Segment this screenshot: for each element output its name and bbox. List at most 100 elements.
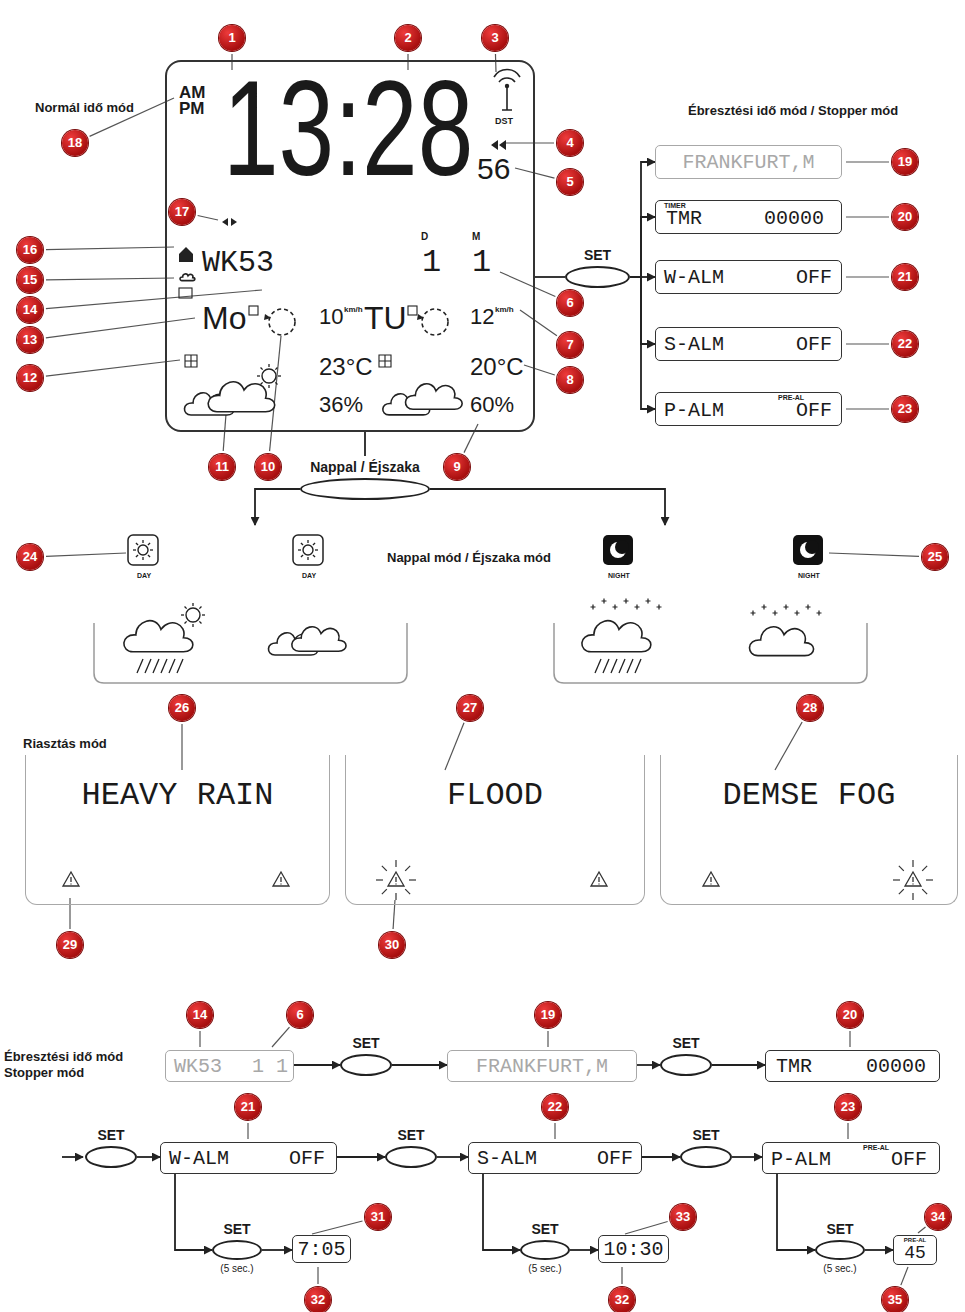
connector <box>732 1156 762 1158</box>
connector <box>642 1156 680 1158</box>
star-icon <box>784 605 789 610</box>
connector <box>137 1156 160 1158</box>
display-text: 1 1 <box>252 1057 288 1077</box>
cloud-icon <box>750 627 814 656</box>
display-text: Mo <box>202 302 246 334</box>
set-button: SET(5 sec.) <box>815 1222 865 1276</box>
flash-ray <box>912 860 913 867</box>
display-graphics <box>346 755 646 905</box>
warning-triangle <box>63 872 79 886</box>
small-icon <box>185 355 197 367</box>
cloud-icon <box>582 621 651 652</box>
display-text: P-ALM <box>771 1150 831 1170</box>
display-text: 12 <box>470 306 494 328</box>
callout-number: 21 <box>235 1094 261 1120</box>
flash-ray <box>899 889 904 894</box>
display-text: WK53 <box>174 1057 222 1077</box>
connector <box>712 1064 765 1066</box>
leader-line <box>846 408 889 409</box>
flash-ray <box>395 860 396 867</box>
set-button: SET <box>85 1128 137 1168</box>
rain-stroke <box>627 659 633 673</box>
callout-number: 12 <box>17 365 43 391</box>
leader-line <box>199 1031 200 1047</box>
button-oval <box>340 1054 392 1076</box>
display-text: FLOOD <box>447 780 543 812</box>
leader-line <box>46 247 174 250</box>
callout-number: 17 <box>169 199 195 225</box>
button-oval <box>385 1146 437 1168</box>
display-text: OFF <box>289 1149 325 1169</box>
cloud-icon <box>292 627 346 651</box>
display-text: PRE-AL <box>904 1237 926 1243</box>
set-button: SET <box>385 1128 437 1168</box>
leader-line <box>46 360 180 376</box>
callout-number: 16 <box>17 237 43 263</box>
callout-number: 5 <box>557 169 583 195</box>
star-icon <box>602 599 607 604</box>
star-icon <box>751 611 756 616</box>
callout-number: 19 <box>535 1002 561 1028</box>
lcd-segment-box: 7:05 <box>292 1235 351 1263</box>
display-text: D <box>421 232 428 242</box>
display-graphics <box>26 755 331 905</box>
button-label: SET <box>692 1128 719 1142</box>
lcd-display: AMPM13:28DST56WK53D1M1Mo10km/h23°C36%TU1… <box>165 60 535 432</box>
connector <box>570 1249 598 1251</box>
leader-line <box>223 414 226 451</box>
day-mode-panel: DAYDAY <box>95 525 410 690</box>
connector <box>637 1064 660 1066</box>
lcd-segment-box: FRANKFURT,M <box>655 145 842 179</box>
cloud-icon <box>406 384 463 410</box>
leader-line <box>625 1222 668 1234</box>
display-text: PM <box>179 100 205 117</box>
leader-line <box>849 1031 850 1047</box>
star-icon <box>635 605 640 610</box>
set-button: SET(5 sec.) <box>520 1222 570 1276</box>
display-text: DST <box>495 117 513 126</box>
button-oval <box>680 1146 732 1168</box>
leader-line <box>46 318 195 338</box>
sun-icon <box>298 540 318 560</box>
callout-number: 4 <box>557 130 583 156</box>
star-icon <box>817 611 822 616</box>
display-text: FRANKFURT,M <box>476 1057 608 1077</box>
callout-number: 18 <box>62 130 88 156</box>
warning-triangle <box>273 872 289 886</box>
callout-number: 33 <box>670 1204 696 1230</box>
display-text: HEAVY RAIN <box>81 780 273 812</box>
display-text: OFF <box>796 401 832 421</box>
flash-ray <box>405 866 410 871</box>
star-icon <box>773 611 778 616</box>
night-mode-panel: NIGHTNIGHT <box>555 525 870 690</box>
button-label: SET <box>397 1128 424 1142</box>
set-button: SET <box>660 1036 712 1076</box>
display-text: S-ALM <box>477 1149 537 1169</box>
leader-line <box>181 724 182 770</box>
display-text: km/h <box>495 306 514 314</box>
leader-line <box>495 54 497 72</box>
callout-number: 32 <box>305 1287 331 1312</box>
star-icon <box>613 605 618 610</box>
connector <box>630 277 655 409</box>
button-oval <box>815 1240 865 1260</box>
set-button: SET <box>340 1036 392 1076</box>
lcd-segment-box: TMR00000 <box>765 1050 940 1082</box>
connector <box>437 1156 468 1158</box>
flash-ray <box>922 866 927 871</box>
display-text: DAY <box>302 572 316 579</box>
button-label: (5 sec.) <box>823 1264 856 1274</box>
lcd-segment-box: TIMERTMR00000 <box>655 200 842 234</box>
leader-line <box>547 1031 548 1047</box>
connector <box>294 1064 340 1066</box>
display-text: 00000 <box>866 1057 926 1077</box>
leader-line <box>775 722 802 770</box>
leader-line <box>520 310 557 336</box>
connector <box>777 1174 815 1250</box>
sun-icon <box>181 603 205 627</box>
flash-ray <box>899 866 904 871</box>
leader-line <box>829 553 919 556</box>
callout-number: 27 <box>457 695 483 721</box>
mode-heading: Riasztás mód <box>23 736 107 752</box>
button-label: (5 sec.) <box>528 1264 561 1274</box>
